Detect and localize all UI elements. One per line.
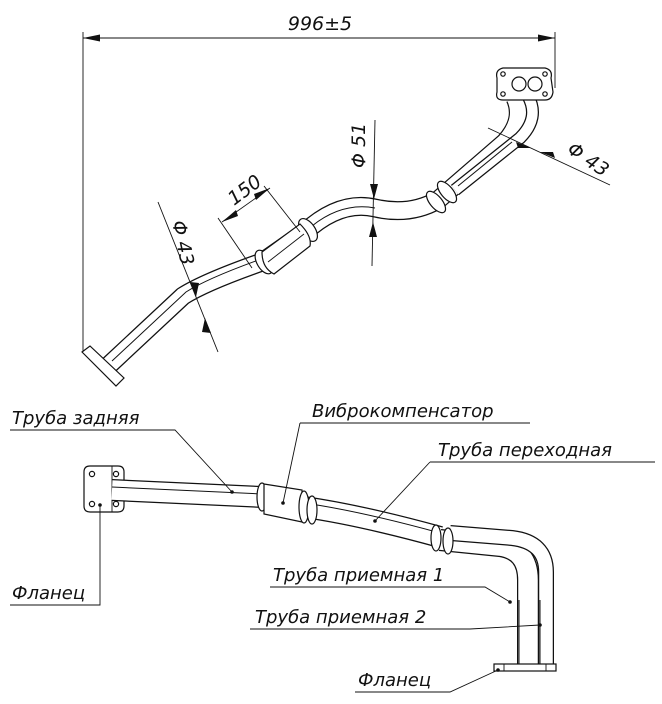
overall-length-label: 996±5: [288, 13, 352, 35]
assembly-view: Труба задняя Виброкомпенсатор Труба пере…: [10, 401, 655, 693]
intake-pipe-1-label: Труба приемная 1: [273, 565, 444, 586]
compensator-length-label: 150: [224, 171, 266, 210]
mid-diameter-label: Φ 51: [348, 123, 370, 168]
intake-rings: [430, 524, 454, 555]
rear-pipe: [111, 479, 263, 508]
flange-bottom-label: Фланец: [358, 670, 431, 691]
overall-length-dimension: 996±5: [82, 13, 556, 352]
vibro-compensator: [256, 482, 318, 525]
vibro-compensator-label: Виброкомпенсатор: [312, 401, 494, 422]
rear-pipe-label: Труба задняя: [12, 408, 140, 429]
mid-diameter-dimension: Φ 51: [348, 119, 378, 267]
top-view: 996±5: [81, 13, 613, 387]
intake-pipe-2-label: Труба приемная 2: [255, 607, 426, 628]
leader-lines: [10, 422, 655, 693]
flange-left-label: Фланец: [12, 583, 85, 604]
rear-diameter-label: Φ 43: [167, 218, 198, 267]
transition-pipe: [302, 496, 443, 548]
top-engine-flange: [496, 67, 554, 101]
top-rear-flange: [81, 345, 125, 387]
transition-pipe-label: Труба переходная: [438, 440, 612, 461]
top-compensator: [261, 223, 311, 275]
intake-pipes: [438, 525, 554, 664]
bottom-flange: [493, 663, 557, 672]
